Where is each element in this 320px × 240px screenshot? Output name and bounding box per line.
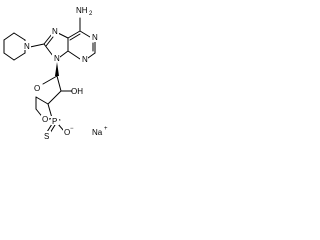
sulfur-label: S <box>44 132 49 141</box>
phosphate-o-left-label: O <box>42 115 48 124</box>
sodium-charge: + <box>104 126 108 132</box>
glycosidic-bond-wedge <box>55 62 59 76</box>
piperidine-n-label: N <box>24 42 30 51</box>
ribose-ring <box>35 75 73 105</box>
chemical-structure-diagram: NH 2 N N N N N O OH O P O − <box>3 4 108 141</box>
sodium-label: Na <box>92 128 103 137</box>
o-minus-label: O <box>64 128 70 137</box>
n1-label: N <box>92 33 98 42</box>
purine-ring <box>43 17 96 60</box>
phosphorus-label: P <box>52 117 57 126</box>
amine-label: NH <box>76 6 88 15</box>
amine-subscript: 2 <box>89 11 93 17</box>
n3-label: N <box>82 55 88 64</box>
atom-labels: NH 2 N N N N N O OH O P O − <box>23 4 98 141</box>
n7-label: N <box>52 27 58 36</box>
hydroxyl-label: OH <box>71 87 83 96</box>
ring-oxygen-label: O <box>34 84 40 93</box>
n9-label: N <box>54 54 60 63</box>
sodium-counter-ion: Na + <box>92 126 108 137</box>
o-minus-charge: − <box>70 126 74 132</box>
